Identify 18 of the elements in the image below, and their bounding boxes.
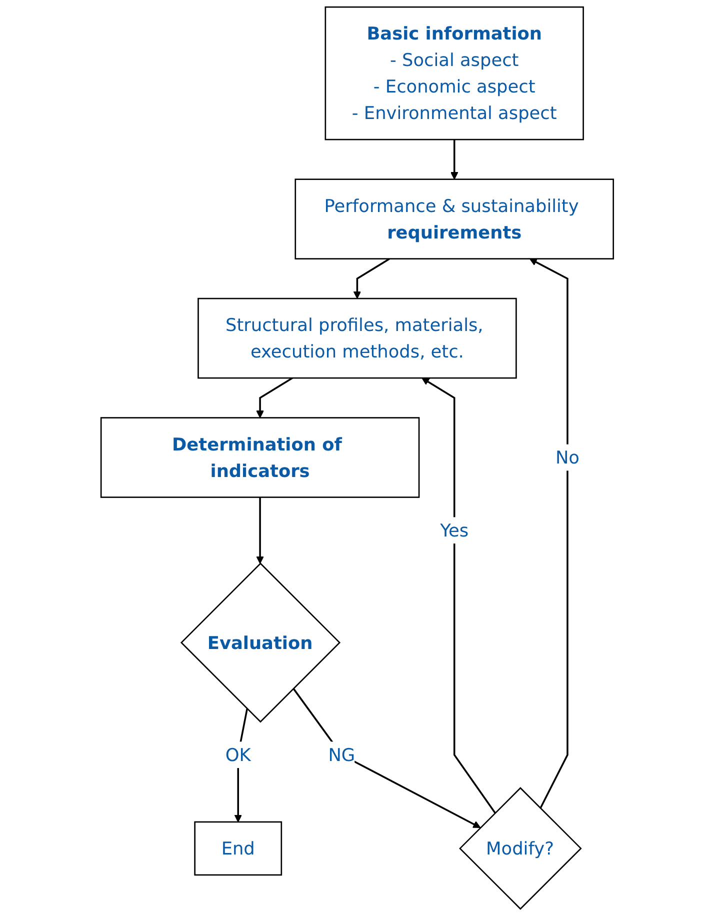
arrow: [530, 258, 569, 809]
edge-label: No: [556, 446, 580, 468]
node-diamond: Evaluation: [180, 562, 341, 723]
edge-label: Yes: [440, 520, 469, 541]
arrow: [450, 140, 459, 180]
node-diamond: Modify?: [459, 787, 582, 910]
edge-label: NG: [328, 744, 356, 766]
arrow: [422, 378, 496, 814]
arrow: [256, 377, 294, 418]
node-box: Structural profiles, materials, execution methods, etc.: [198, 298, 518, 379]
arrow: [292, 688, 481, 828]
edge-label: OK: [226, 744, 252, 766]
arrow: [256, 497, 264, 564]
node-box: End: [194, 821, 282, 876]
node-box: Performance & sustainability requirements: [295, 178, 614, 260]
node-box: Determination of indicators: [100, 417, 420, 498]
node-box: Basic information - Social aspect - Economic aspect - Environmental aspect: [325, 6, 584, 140]
arrow: [354, 258, 390, 299]
